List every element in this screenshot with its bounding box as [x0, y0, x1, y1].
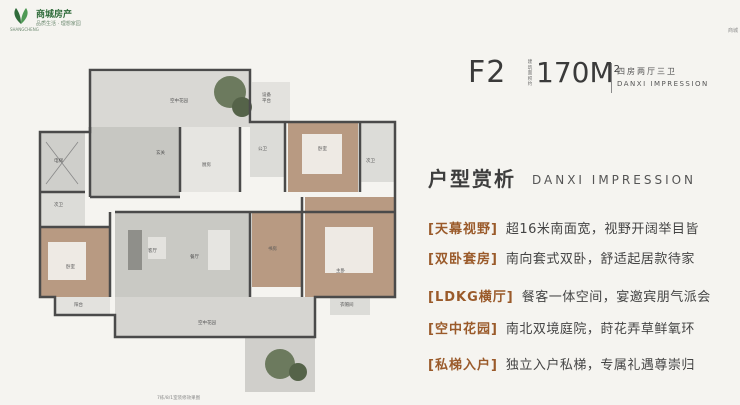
area-value: 170M2 — [536, 56, 620, 89]
plant-cluster — [232, 97, 252, 117]
room-label-kitchen: 厨房 — [202, 163, 211, 168]
header-divider — [611, 63, 612, 93]
public-bath-area — [250, 122, 285, 177]
section-english: DANXI IMPRESSION — [532, 173, 697, 187]
room-label-second-bath: 次卫 — [366, 159, 375, 164]
layout-english: DANXI IMPRESSION — [617, 80, 709, 88]
area-label: 建筑面积约 — [527, 60, 533, 87]
layout-chinese: 四房两厅三卫 — [617, 67, 677, 76]
room-label-balcony-left: 阳台 — [74, 303, 83, 308]
room-label-elevator: 电梯 — [54, 159, 63, 164]
room-label-dining: 餐厅 — [190, 255, 199, 260]
room-label-sky-garden-top: 空中花园 — [170, 99, 188, 104]
feature-item: [天幕视野] 超16米南面宽，视野开阔举目皆 — [428, 216, 699, 238]
brand-logo: 商城房产 品质生活 · 理想家园 SHANGCHENG — [6, 4, 96, 38]
plan-caption: 7栋/8/1室装修效果图 — [157, 396, 201, 401]
feature-item: [私梯入户] 独立入户私梯，专属礼遇尊崇归 — [428, 352, 695, 374]
kitchen-area — [180, 127, 240, 192]
plant-cluster — [265, 349, 295, 379]
feature-tag: [私梯入户] — [428, 357, 498, 373]
room-label-master: 主卧 — [336, 269, 345, 274]
hall-bath-area — [40, 192, 85, 227]
unit-code: F2 — [468, 55, 507, 90]
room-label-bedroom-2: 卧室 — [66, 265, 75, 270]
brand-name: 商城房产 — [36, 10, 73, 20]
sky-garden-bottom-area — [115, 297, 315, 337]
feature-tag: [天幕视野] — [428, 221, 498, 237]
room-label-bedroom-1: 卧室 — [318, 147, 327, 152]
brand-slogan: 品质生活 · 理想家园 — [36, 21, 81, 27]
feature-item: [LDKG横厅] 餐客一体空间，宴邀宾朋气派会 — [428, 284, 711, 306]
feature-item: [空中花园] 南北双境庭院，莳花弄草鲜氧环 — [428, 316, 695, 338]
bed — [302, 134, 342, 174]
feature-desc: 南北双境庭院，莳花弄草鲜氧环 — [505, 321, 695, 337]
balcony-left-area — [55, 297, 110, 315]
room-label-living: 客厅 — [148, 249, 157, 254]
feature-tag: [双卧套房] — [428, 251, 498, 267]
feature-item: [双卧套房] 南向套式双卧，舒适起居款待家 — [428, 246, 695, 268]
feature-desc: 超16米南面宽，视野开阔举目皆 — [505, 221, 699, 237]
room-label-cloakroom: 衣帽间 — [340, 303, 354, 308]
leaf-logo-icon — [14, 8, 28, 24]
room-label-equipment: 设备 平台 — [262, 93, 271, 104]
cloakroom-area — [330, 297, 370, 315]
feature-desc: 南向套式双卧，舒适起居款待家 — [505, 251, 695, 267]
elevator-cross — [45, 141, 79, 185]
feature-desc: 餐客一体空间，宴邀宾朋气派会 — [521, 289, 711, 305]
room-label-public-bath: 公卫 — [258, 147, 267, 152]
room-label-hall-bath: 次卫 — [54, 203, 63, 208]
dining-table — [208, 230, 230, 270]
bed — [48, 242, 86, 280]
brand-english: SHANGCHENG — [10, 27, 39, 32]
equipment-area — [252, 82, 290, 122]
floor-plan: 空中花园 设备 平台 电梯 玄关 厨房 公卫 卧室 次卫 次卫 卧室 客厅 餐厅… — [30, 62, 410, 401]
room-label-sky-garden-bottom: 空中花园 — [198, 321, 216, 326]
walls — [38, 68, 397, 339]
room-label-study: 书房 — [268, 247, 277, 252]
area-number: 170 — [536, 56, 590, 89]
study-area — [252, 212, 302, 287]
feature-desc: 独立入户私梯，专属礼遇尊崇归 — [505, 357, 695, 373]
foyer-area — [90, 127, 180, 197]
bed — [325, 227, 373, 273]
sofa — [128, 230, 142, 270]
corner-tag: 商城 — [727, 28, 738, 34]
second-bath-area — [360, 122, 395, 182]
area-unit-sup: 2 — [613, 64, 620, 75]
feature-tag: [空中花园] — [428, 321, 498, 337]
floor-plan-drawing — [38, 68, 397, 392]
section-title: 户型赏析 — [428, 167, 516, 191]
coffee-table — [148, 237, 166, 259]
plant-cluster — [289, 363, 307, 381]
feature-tag: [LDKG横厅] — [428, 289, 514, 305]
room-label-foyer: 玄关 — [156, 151, 165, 156]
area-unit: M — [589, 56, 614, 89]
